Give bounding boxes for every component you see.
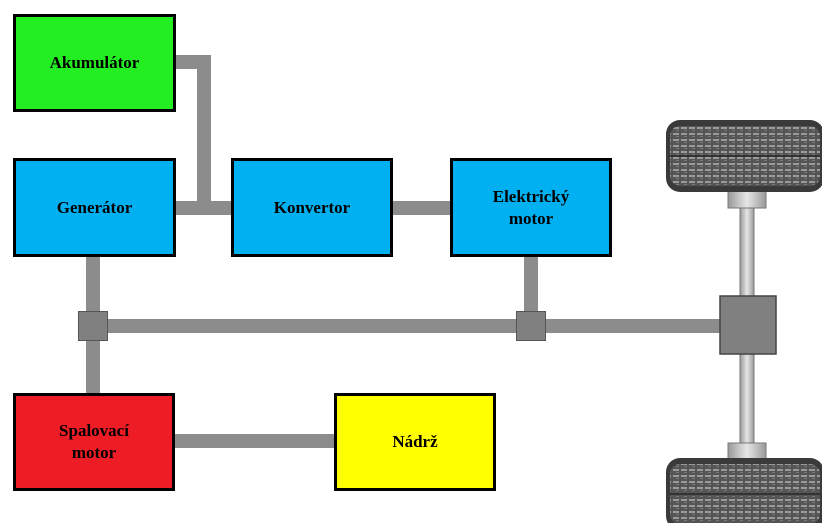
generator-label: Generátor [56, 197, 133, 217]
nadrz-label: Nádrž [392, 432, 438, 451]
junction-electric-motor [516, 311, 546, 341]
upper-hub [727, 189, 767, 209]
connector-elektricky-motor-junction [524, 257, 538, 327]
connector-spalovaci-motor-nadrz [175, 434, 335, 448]
konvertor-label: Konvertor [273, 197, 351, 217]
connector-konvertor-elektricky-motor [393, 201, 451, 215]
elektricky-motor-label: Elektrický motor [492, 186, 570, 228]
junction-generator-engine [78, 311, 108, 341]
generator-box: Generátor [13, 158, 176, 257]
connector-generator-konvertor [176, 201, 233, 215]
connector-main-drive-shaft [93, 319, 725, 333]
akumulator-box: Akumulátor [13, 14, 176, 112]
upper-tire [666, 120, 822, 192]
lower-axle [739, 353, 755, 447]
elektricky-motor-box: Elektrický motor [450, 158, 612, 257]
connector-generator-junction [86, 257, 100, 327]
lower-tire [666, 458, 822, 523]
spalovaci-motor-label: Spalovací motor [59, 421, 129, 462]
connector-akumulator-generator-vertical [197, 55, 211, 215]
differential [719, 295, 777, 355]
akumulator-label: Akumulátor [49, 53, 140, 72]
upper-axle [739, 204, 755, 298]
connector-junction-spalovaci-motor [86, 327, 100, 394]
spalovaci-motor-box: Spalovací motor [13, 393, 175, 491]
konvertor-box: Konvertor [231, 158, 393, 257]
nadrz-box: Nádrž [334, 393, 496, 491]
